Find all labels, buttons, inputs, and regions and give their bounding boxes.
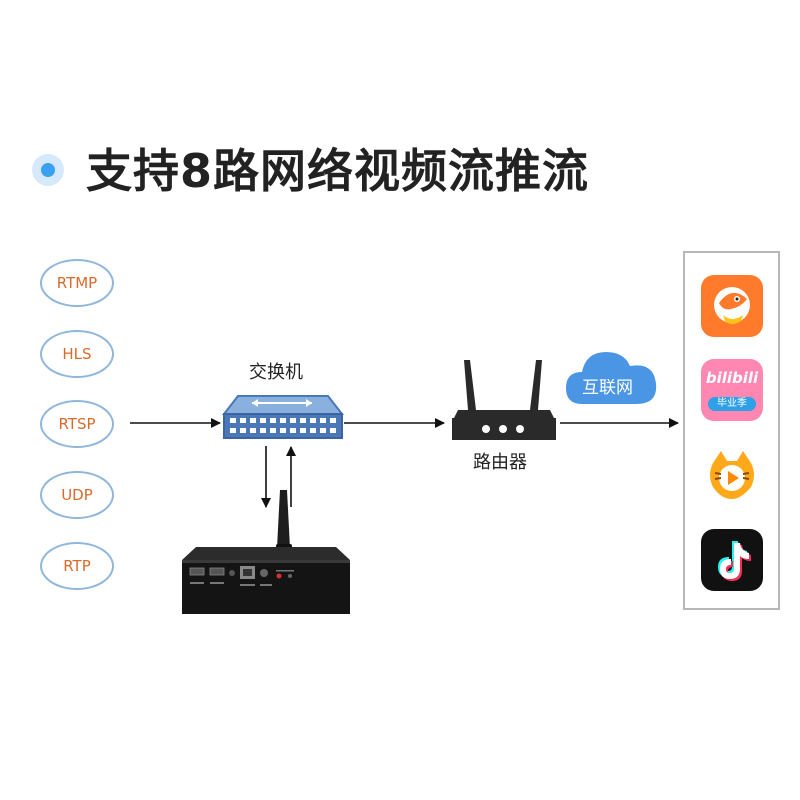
streaming-platforms-panel: bilibili 毕业季 [683, 251, 780, 610]
router-label: 路由器 [473, 452, 527, 473]
cloud-icon [566, 352, 657, 404]
router-icon [452, 360, 556, 440]
cloud-label: 互联网 [582, 378, 633, 398]
douyin-app-icon[interactable] [701, 529, 763, 591]
huya-app-icon[interactable] [701, 443, 763, 505]
protocol-udp: UDP [40, 471, 114, 519]
page-title: 支持8路网络视频流推流 [86, 144, 590, 198]
switch-label: 交换机 [249, 362, 303, 383]
protocol-hls: HLS [40, 330, 114, 378]
encoder-device-icon [182, 490, 350, 614]
title-bullet-icon [32, 154, 64, 186]
kuaishou-app-icon[interactable] [701, 275, 763, 337]
protocol-rtsp: RTSP [40, 400, 114, 448]
bilibili-app-icon[interactable]: bilibili 毕业季 [701, 359, 763, 421]
switch-icon [221, 395, 345, 439]
protocol-rtp: RTP [40, 542, 114, 590]
bilibili-logo-text: bilibili [705, 369, 759, 387]
bilibili-badge: 毕业季 [708, 397, 756, 411]
protocol-rtmp: RTMP [40, 259, 114, 307]
